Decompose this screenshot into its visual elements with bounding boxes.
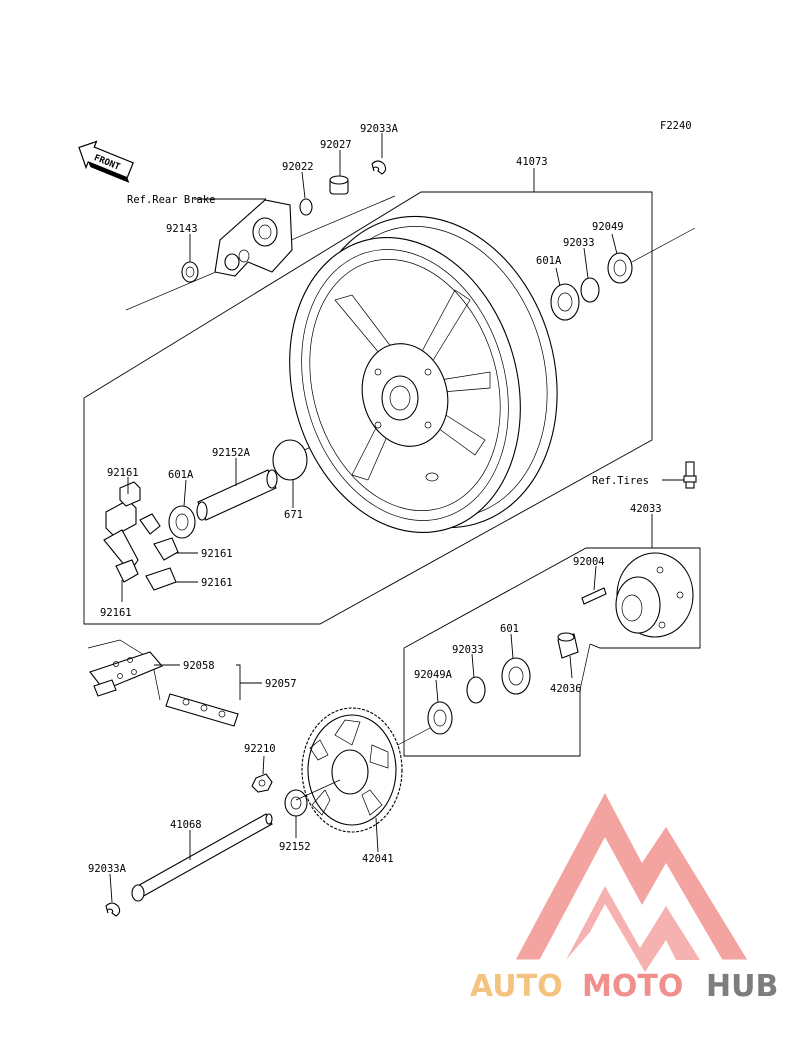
logo-auto: AUTO: [470, 969, 563, 1004]
part-92033-top-label: 92033: [563, 237, 595, 249]
collar-92143: [181, 261, 199, 283]
oring-671: [272, 439, 308, 481]
part-92022-label: 92022: [282, 161, 314, 173]
front-arrow-icon: FRONT: [78, 140, 134, 183]
spacer-92152A: [196, 469, 278, 521]
part-92143-label: 92143: [166, 223, 198, 235]
logo-moto: MOTO: [582, 969, 683, 1004]
wheel-group-outline: [83, 191, 653, 625]
part-92161-a-label: 92161: [107, 467, 139, 479]
hub-group-outline: [403, 547, 701, 649]
part-42041-label: 42041: [362, 853, 394, 865]
part-92027-label: 92027: [320, 139, 352, 151]
collar-42036: [557, 632, 579, 659]
bearing-601A-left: [168, 505, 196, 539]
part-92161-d-label: 92161: [100, 607, 132, 619]
nut-92210: [251, 773, 273, 793]
collar-92027: [329, 175, 349, 195]
part-92152-label: 92152: [279, 841, 311, 853]
oring-92022: [299, 198, 313, 216]
diagram-id: F2240: [660, 120, 692, 132]
circlip-92033-mid: [466, 676, 486, 704]
part-41073-label: 41073: [516, 156, 548, 168]
circlip-92033-top: [580, 277, 600, 303]
part-671-label: 671: [284, 509, 303, 521]
part-92210-label: 92210: [244, 743, 276, 755]
circlip-92033A-bottom: [105, 902, 121, 917]
part-601-label: 601: [500, 623, 519, 635]
stud-92004: [581, 587, 607, 605]
rear-sprocket-42041: [301, 707, 403, 833]
collar-92152: [284, 789, 308, 817]
bearing-601A-top: [550, 283, 580, 321]
ref-tires-label: Ref.Tires: [592, 475, 649, 487]
part-92004-label: 92004: [573, 556, 605, 568]
seal-92049: [607, 252, 633, 284]
part-92049-label: 92049: [592, 221, 624, 233]
part-92057-label: 92057: [265, 678, 297, 690]
part-92033-mid-label: 92033: [452, 644, 484, 656]
rear-brake-bracket: [214, 199, 293, 277]
automotohub-logo: AUTO MOTO HUB: [470, 790, 778, 1004]
circlip-92033A-top: [371, 160, 387, 175]
rear-wheel: [289, 215, 558, 534]
ref-rear-brake-label: Ref.Rear Brake: [127, 194, 216, 206]
part-92161-c-label: 92161: [201, 577, 233, 589]
drive-chain: [87, 639, 239, 727]
part-92049A-label: 92049A: [414, 669, 453, 681]
part-92161-b-label: 92161: [201, 548, 233, 560]
part-601A-left-label: 601A: [168, 469, 194, 481]
part-92152A-label: 92152A: [212, 447, 251, 459]
part-41068-label: 41068: [170, 819, 202, 831]
logo-hub: HUB: [706, 969, 778, 1004]
rear-axle-41068: [131, 813, 273, 902]
axis-line: [631, 227, 696, 263]
part-42036-label: 42036: [550, 683, 582, 695]
part-601A-top-label: 601A: [536, 255, 562, 267]
seal-92049A: [427, 701, 453, 735]
part-92033A-bottom-label: 92033A: [88, 863, 127, 875]
sprocket-coupling-42033: [615, 552, 694, 638]
part-92058-label: 92058: [183, 660, 215, 672]
tire-valve: [683, 461, 697, 489]
bearing-601: [501, 657, 531, 695]
part-92033A-top-label: 92033A: [360, 123, 399, 135]
part-42033-label: 42033: [630, 503, 662, 515]
hub-dampers-92161: [103, 481, 179, 591]
